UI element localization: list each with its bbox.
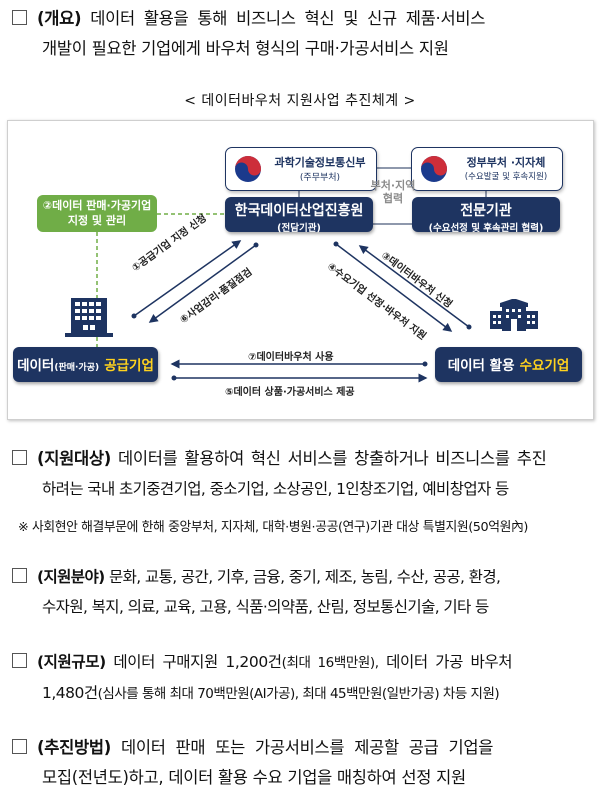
msit-subtitle: (주무부처) (299, 173, 341, 183)
designate-box: ②데이터 판매·가공기업 지정 및 관리 (37, 195, 157, 232)
method-text-line1: 데이터 판매 또는 가공서비스를 제공할 공급 기업을 (120, 738, 494, 757)
scale-text-line2b: (심사를 통해 최대 70백만원(AI가공), 최대 45백만원(일반가공) 차… (97, 686, 500, 702)
expert-title: 전문기관 (460, 203, 512, 219)
fields-text-line2: 수자원, 복지, 의료, 교육, 고용, 식품·의약품, 산림, 정보통신기술,… (42, 598, 489, 616)
scale-label: (지원규모) (37, 653, 106, 671)
msit-title: 과학기술정보통신부 (274, 156, 366, 169)
method-label: (추진방법) (37, 738, 112, 757)
method-section: (추진방법) 데이터 판매 또는 가공서비스를 제공할 공급 기업을 모집(전년… (12, 733, 592, 793)
designate-line2: 지정 및 관리 (67, 214, 127, 227)
demander-box: 데이터 활용 수요기업 (435, 347, 582, 382)
scale-text-line2a: 1,480건 (42, 684, 98, 702)
fields-label: (지원분야) (37, 568, 105, 586)
target-text-line1: 데이터를 활용하여 혁신 서비스를 창출하거나 비즈니스를 추진 (117, 449, 547, 468)
supplier-highlight: 공급기업 (104, 358, 154, 374)
overview-label: (개요) (37, 9, 82, 28)
supplier-box: 데이터(판매·가공) 공급기업 (13, 347, 158, 382)
target-text-line2: 하려는 국내 초기중견기업, 중소기업, 소상공인, 1인창조기업, 예비창업자… (42, 480, 509, 498)
scale-section: (지원규모) 데이터 구매지원 1,200건(최대 16백만원), 데이터 가공… (12, 647, 592, 709)
company-building-icon (490, 299, 538, 331)
cooperation-line1: 부처·지역 (370, 179, 416, 192)
taegeuk-emblem-icon (421, 156, 447, 182)
target-note: ※ 사회현안 해결부문에 한해 중앙부처, 지자체, 대학·병원·공공(연구)기… (18, 520, 529, 535)
scale-text-line1c: 데이터 가공 바우처 (378, 653, 513, 671)
office-building-icon (65, 298, 113, 337)
diagram-caption: < 데이터바우처 지원사업 추진체계 > (184, 93, 416, 109)
expert-box: 전문기관 (수요선정 및 후속관리 협력) (412, 197, 560, 234)
target-section: (지원대상) 데이터를 활용하여 혁신 서비스를 창출하거나 비즈니스를 추진 … (12, 444, 592, 504)
checkbox-bullet-icon (12, 739, 27, 754)
cooperation-line2: 협력 (382, 192, 404, 205)
checkbox-bullet-icon (12, 450, 27, 465)
kdata-subtitle: (전담기관) (277, 223, 321, 234)
target-label: (지원대상) (37, 449, 112, 468)
scale-text-line1b: (최대 16백만원), (281, 655, 379, 671)
fields-text-line1: 문화, 교통, 공간, 기후, 금융, 중기, 제조, 농림, 수산, 공공, … (108, 568, 501, 586)
checkbox-bullet-icon (12, 653, 27, 668)
gov-title: 정부부처 ·지자체 (466, 156, 546, 169)
gov-subtitle: (수요발굴 및 후속지원) (464, 172, 548, 182)
overview-text-line1: 데이터 활용을 통해 비즈니스 혁신 및 신규 제품·서비스 (90, 9, 486, 28)
arrow-label-7: ⑦데이터바우처 사용 (248, 352, 334, 363)
checkbox-bullet-icon (12, 568, 27, 583)
overview-section: (개요) 데이터 활용을 통해 비즈니스 혁신 및 신규 제품·서비스 개발이 … (12, 4, 592, 64)
scale-text-line1a: 데이터 구매지원 1,200건 (113, 653, 282, 671)
demander-highlight: 수요기업 (519, 358, 570, 374)
arrow-label-5: ⑤데이터 상품·가공서비스 제공 (225, 387, 355, 398)
demander-prefix: 데이터 활용 (447, 358, 515, 374)
cooperation-label: 부처·지역 협력 (366, 179, 420, 205)
gov-box: 정부부처 ·지자체 (수요발굴 및 후속지원) (411, 147, 563, 191)
supplier-prefix: 데이터 (17, 358, 55, 374)
taegeuk-emblem-icon (235, 156, 261, 182)
msit-box: 과학기술정보통신부 (주무부처) (225, 147, 377, 191)
fields-section: (지원분야) 문화, 교통, 공간, 기후, 금융, 중기, 제조, 농림, 수… (12, 562, 592, 622)
checkbox-bullet-icon (12, 10, 27, 25)
kdata-box: 한국데이터산업진흥원 (전담기관) (225, 197, 373, 234)
method-text-line2: 모집(전년도)하고, 데이터 활용 수요 기업을 매칭하여 선정 지원 (42, 768, 466, 787)
supplier-mid: (판매·가공) (54, 363, 100, 373)
expert-subtitle: (수요선정 및 후속관리 협력) (428, 223, 544, 234)
overview-text-line2: 개발이 필요한 기업에게 바우처 형식의 구매·가공서비스 지원 (42, 39, 449, 58)
kdata-title: 한국데이터산업진흥원 (234, 203, 364, 219)
designate-line1: ②데이터 판매·가공기업 (42, 199, 152, 212)
